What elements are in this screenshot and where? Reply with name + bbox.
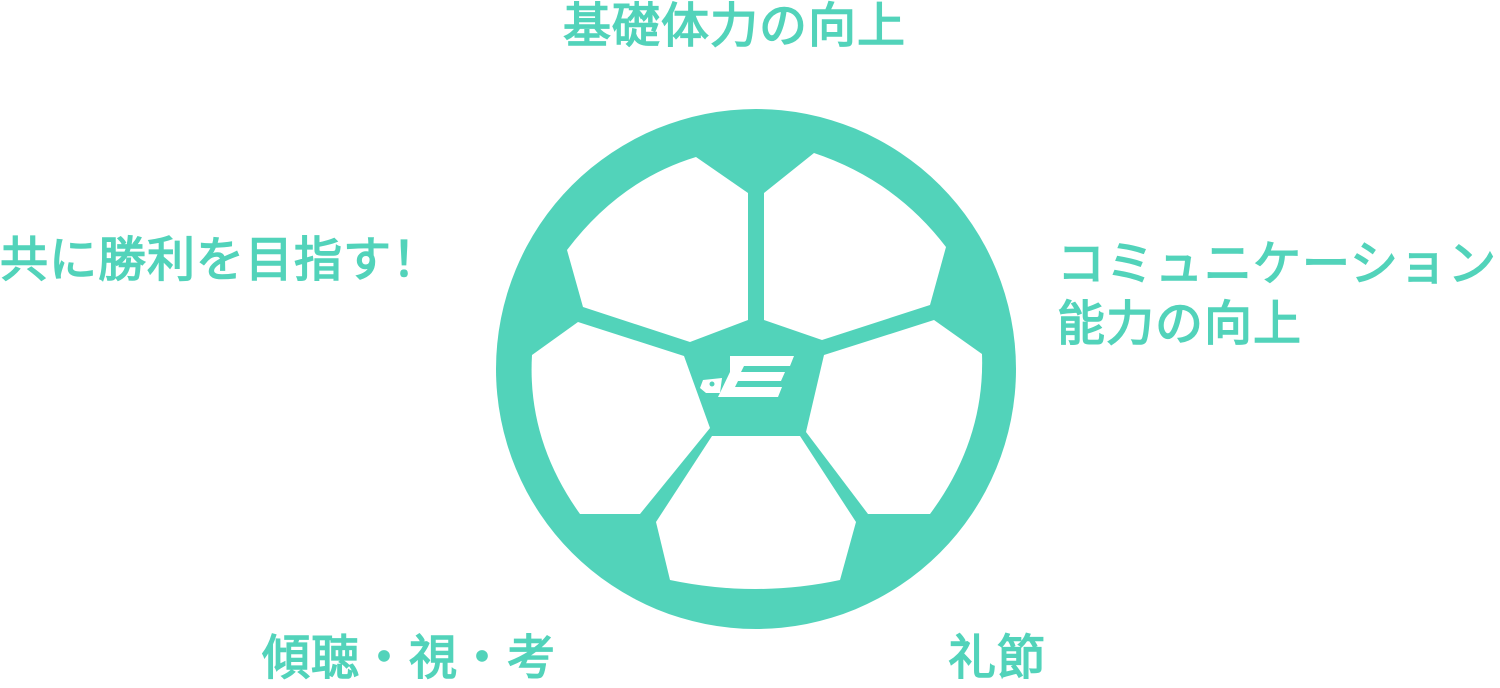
goal-communication: コミュニケーション 能力の向上 <box>1057 234 1497 354</box>
panel-top-right <box>764 153 946 340</box>
goal-win-together: 共に勝利を目指す！ <box>0 232 442 288</box>
goal-physical-strength: 基礎体力の向上 <box>563 0 907 54</box>
panel-left <box>531 322 710 514</box>
panel-right <box>806 320 983 514</box>
panel-bottom <box>656 436 856 589</box>
goal-courtesy: 礼節 <box>948 630 1047 686</box>
e-logo-icon <box>700 356 794 397</box>
goal-communication-line2: 能力の向上 <box>1057 296 1303 352</box>
panel-top-left <box>567 157 748 342</box>
goal-listen-see-think: 傾聴・視・考 <box>262 630 557 686</box>
goal-communication-line1: コミュニケーション <box>1057 236 1498 292</box>
